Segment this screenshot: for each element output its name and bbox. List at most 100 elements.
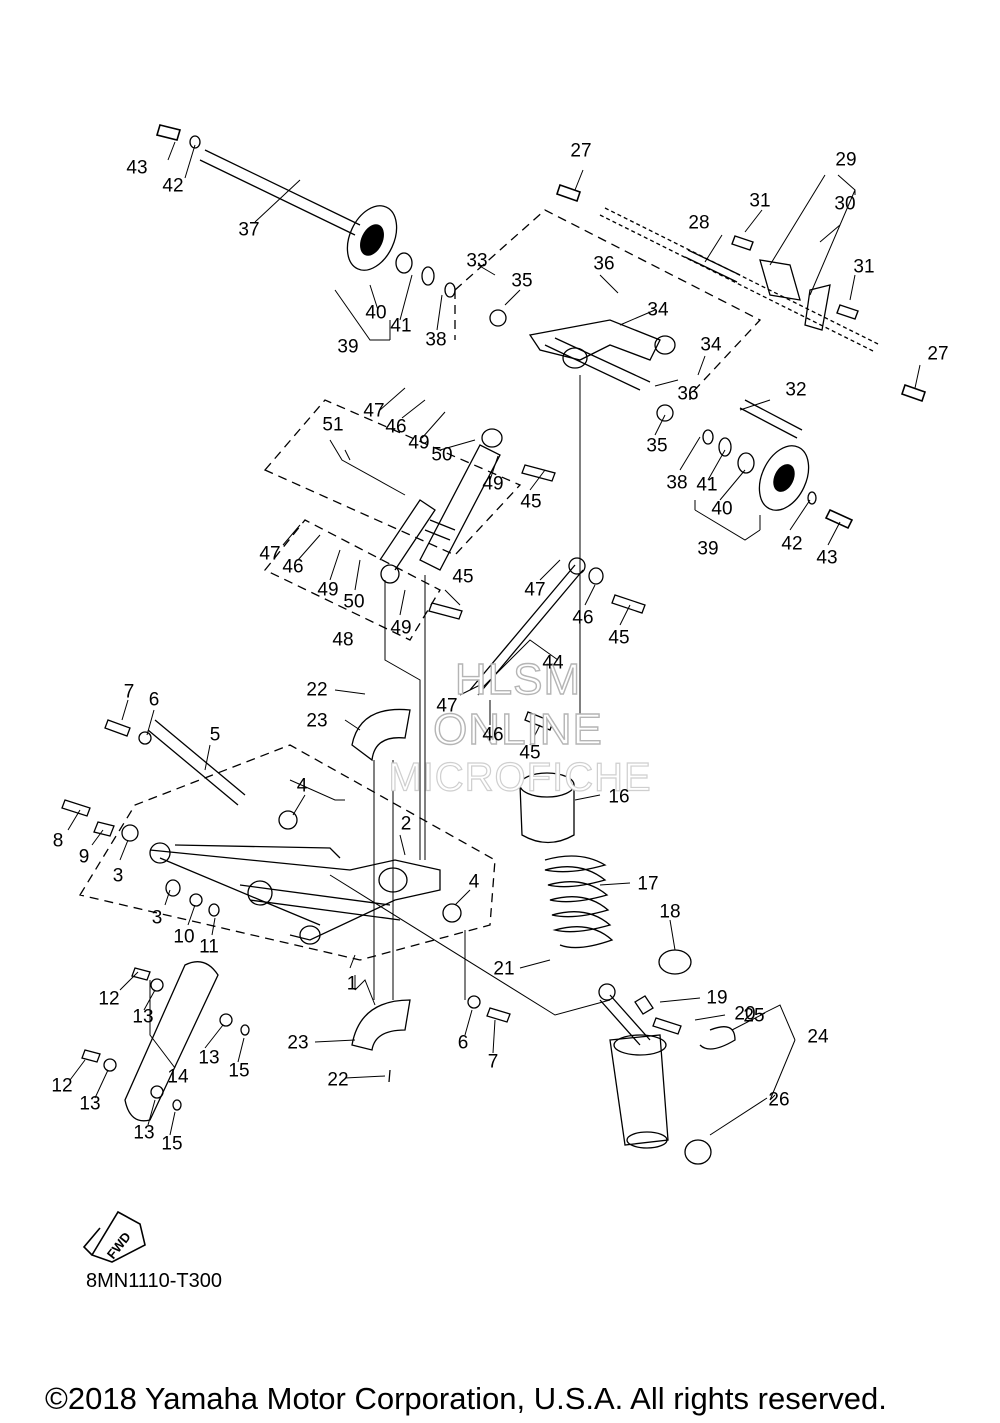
callout-label[interactable]: 2: [400, 813, 412, 835]
callout-label[interactable]: 7: [487, 1051, 499, 1073]
callout-label[interactable]: 1: [346, 973, 358, 995]
callout-label[interactable]: 45: [519, 742, 541, 764]
callout-label[interactable]: 20: [734, 1003, 756, 1025]
front-shaft-28: [555, 183, 927, 403]
callout-label[interactable]: 39: [337, 336, 359, 358]
callout-label[interactable]: 25: [743, 1005, 765, 1027]
callout-label[interactable]: 47: [436, 695, 458, 717]
callout-label[interactable]: 35: [646, 435, 668, 457]
callout-label[interactable]: 8: [52, 830, 64, 852]
callout-label[interactable]: 28: [688, 212, 710, 234]
callout-label[interactable]: 38: [425, 329, 447, 351]
callout-label[interactable]: 22: [306, 679, 328, 701]
callout-label[interactable]: 34: [647, 299, 669, 321]
callout-label[interactable]: 21: [493, 958, 515, 980]
callout-label[interactable]: 12: [98, 988, 120, 1010]
callout-label[interactable]: 4: [296, 775, 308, 797]
callout-label[interactable]: 38: [666, 472, 688, 494]
callout-label[interactable]: 43: [816, 547, 838, 569]
spring-17: [544, 855, 614, 949]
callout-label[interactable]: 14: [167, 1066, 189, 1088]
callout-label[interactable]: 37: [238, 219, 260, 241]
callout-label[interactable]: 45: [608, 627, 630, 649]
callout-label[interactable]: 47: [524, 579, 546, 601]
callout-label[interactable]: 49: [390, 617, 412, 639]
callout-label[interactable]: 4: [468, 871, 480, 893]
diagram-code: 8MN1110-T300: [86, 1270, 222, 1292]
callout-label[interactable]: 40: [365, 302, 387, 324]
callout-label[interactable]: 31: [749, 190, 771, 212]
callout-label[interactable]: 39: [697, 538, 719, 560]
callout-label[interactable]: 6: [148, 689, 160, 711]
callout-label[interactable]: 46: [572, 607, 594, 629]
callout-label[interactable]: 41: [390, 315, 412, 337]
callout-label[interactable]: 29: [835, 149, 857, 171]
callout-label[interactable]: 26: [768, 1089, 790, 1111]
callout-label[interactable]: 40: [711, 498, 733, 520]
callout-label[interactable]: 12: [51, 1075, 73, 1097]
callout-label[interactable]: 42: [162, 175, 184, 197]
callout-label[interactable]: 30: [834, 193, 856, 215]
bracket-23-bottom: [351, 999, 411, 1083]
callout-label[interactable]: 34: [700, 334, 722, 356]
callout-label[interactable]: 50: [343, 591, 365, 613]
callout-label[interactable]: 46: [282, 556, 304, 578]
shaft-32: [739, 399, 803, 439]
callout-label[interactable]: 44: [542, 652, 564, 674]
fwd-arrow-icon: [82, 1210, 146, 1263]
callout-label[interactable]: 3: [112, 865, 124, 887]
callout-label[interactable]: 3: [151, 907, 163, 929]
callout-label[interactable]: 22: [327, 1069, 349, 1091]
callout-label[interactable]: 42: [781, 533, 803, 555]
idler-wheel-right: [702, 429, 854, 530]
callout-label[interactable]: 5: [209, 724, 221, 746]
callout-label[interactable]: 10: [173, 926, 195, 948]
callout-label[interactable]: 46: [385, 416, 407, 438]
assembly-outline-1: [78, 744, 496, 961]
callout-label[interactable]: 9: [78, 846, 90, 868]
callout-label[interactable]: 46: [482, 724, 504, 746]
callout-label[interactable]: 23: [306, 710, 328, 732]
callout-label[interactable]: 16: [608, 786, 630, 808]
callout-label[interactable]: 13: [198, 1047, 220, 1069]
callout-label[interactable]: 13: [79, 1093, 101, 1115]
callout-label[interactable]: 47: [363, 400, 385, 422]
callout-label[interactable]: 47: [259, 543, 281, 565]
callout-label[interactable]: 43: [126, 157, 148, 179]
rear-shock-24: [598, 983, 736, 1165]
callout-label[interactable]: 33: [466, 250, 488, 272]
rear-shaft-37: [155, 124, 361, 236]
callout-label[interactable]: 15: [161, 1133, 183, 1155]
callout-label[interactable]: 7: [123, 681, 135, 703]
callout-label[interactable]: 31: [853, 256, 875, 278]
copyright-notice: ©2018 Yamaha Motor Corporation, U.S.A. A…: [45, 1381, 887, 1416]
callout-label[interactable]: 15: [228, 1060, 250, 1082]
callout-label[interactable]: 23: [287, 1032, 309, 1054]
callout-label[interactable]: 6: [457, 1032, 469, 1054]
callout-label[interactable]: 49: [317, 579, 339, 601]
callout-label[interactable]: 24: [807, 1026, 829, 1048]
callout-label[interactable]: 17: [637, 873, 659, 895]
callout-label[interactable]: 11: [199, 936, 219, 958]
callout-label[interactable]: 45: [452, 566, 474, 588]
callout-label[interactable]: 36: [677, 383, 699, 405]
callout-label[interactable]: 27: [570, 140, 592, 162]
callout-label[interactable]: 45: [520, 491, 542, 513]
callout-label[interactable]: 32: [785, 379, 807, 401]
watermark-line-2: ONLINE: [432, 704, 603, 754]
callout-label[interactable]: 35: [511, 270, 533, 292]
callout-label[interactable]: 13: [133, 1122, 155, 1144]
spring-seat-18: [658, 949, 692, 975]
callout-label[interactable]: 19: [706, 987, 728, 1009]
callout-label[interactable]: 49: [408, 432, 430, 454]
callout-label[interactable]: 27: [927, 343, 949, 365]
callout-label[interactable]: 50: [431, 444, 453, 466]
callout-label[interactable]: 13: [132, 1006, 154, 1028]
callout-label[interactable]: 41: [696, 474, 718, 496]
callout-label[interactable]: 51: [322, 414, 344, 436]
callout-label[interactable]: 49: [482, 473, 504, 495]
callout-label[interactable]: 18: [659, 901, 681, 923]
callout-label[interactable]: 36: [593, 253, 615, 275]
callout-label[interactable]: 48: [332, 629, 354, 651]
